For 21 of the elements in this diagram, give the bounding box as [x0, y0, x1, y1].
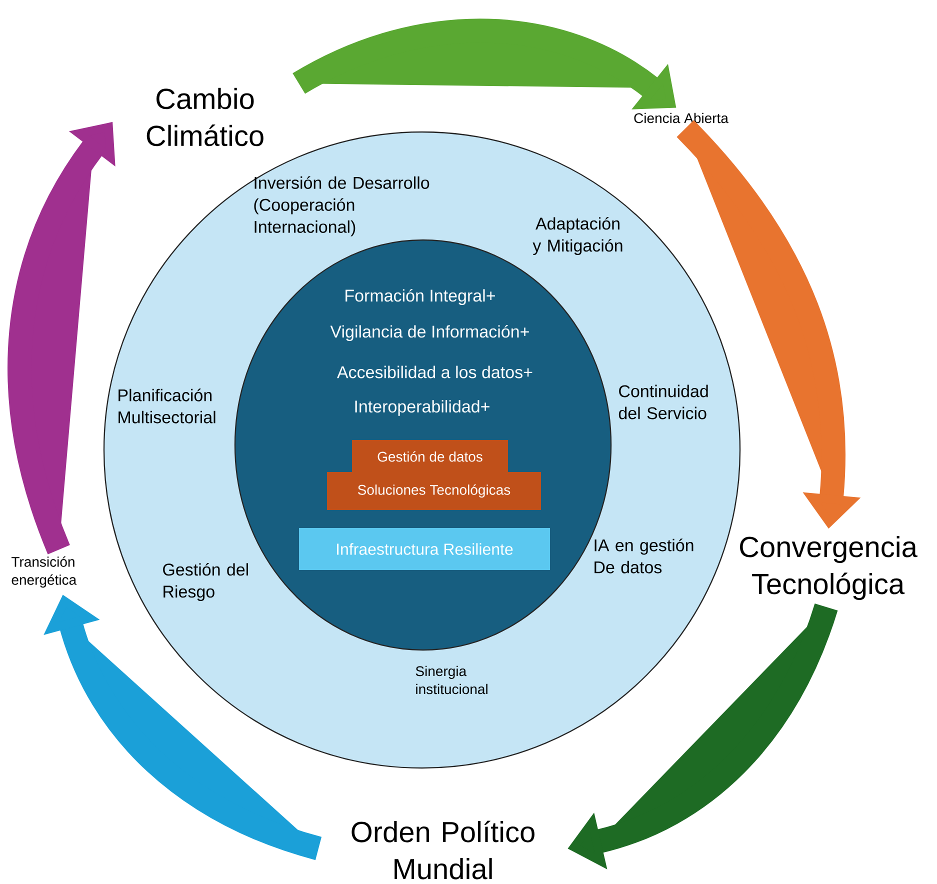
- inner-text: Formación Integral+: [346, 288, 495, 306]
- heading-text: Ciencia Abierta: [634, 112, 728, 124]
- heading-text: Convergencia Tecnológica: [740, 536, 918, 600]
- ring-text: Sinergia institucional: [416, 666, 488, 694]
- label-box: Gestión de datos: [352, 440, 508, 473]
- node-label: Soluciones Tecnológicas: [358, 484, 510, 498]
- ring-text: Inversión de Desarrollo (Cooperación Internacional): [254, 176, 430, 236]
- inner-text: Accesibilidad a los datos+: [337, 366, 532, 378]
- heading-text: Transición energética: [12, 556, 77, 588]
- heading-text: Orden Político Mundial: [352, 820, 534, 880]
- ring-text: Continuidad del Servicio: [618, 384, 708, 420]
- ring-text: IA en gestión De datos: [594, 538, 694, 574]
- ring-text: Adaptación y Mitigación: [532, 216, 622, 256]
- heading-text: Cambio Climático: [146, 88, 264, 146]
- label-box: Infraestructura Resiliente: [299, 528, 550, 570]
- inner-text: Vigilancia de Información+: [330, 324, 529, 342]
- ring-text: Gestión del Riesgo: [163, 563, 248, 602]
- ring-text: Planificación Multisectorial: [118, 388, 216, 424]
- node-label: Gestión de datos: [378, 451, 482, 462]
- inner-text: Interoperabilidad+: [355, 400, 490, 416]
- label-box: Soluciones Tecnológicas: [327, 472, 541, 510]
